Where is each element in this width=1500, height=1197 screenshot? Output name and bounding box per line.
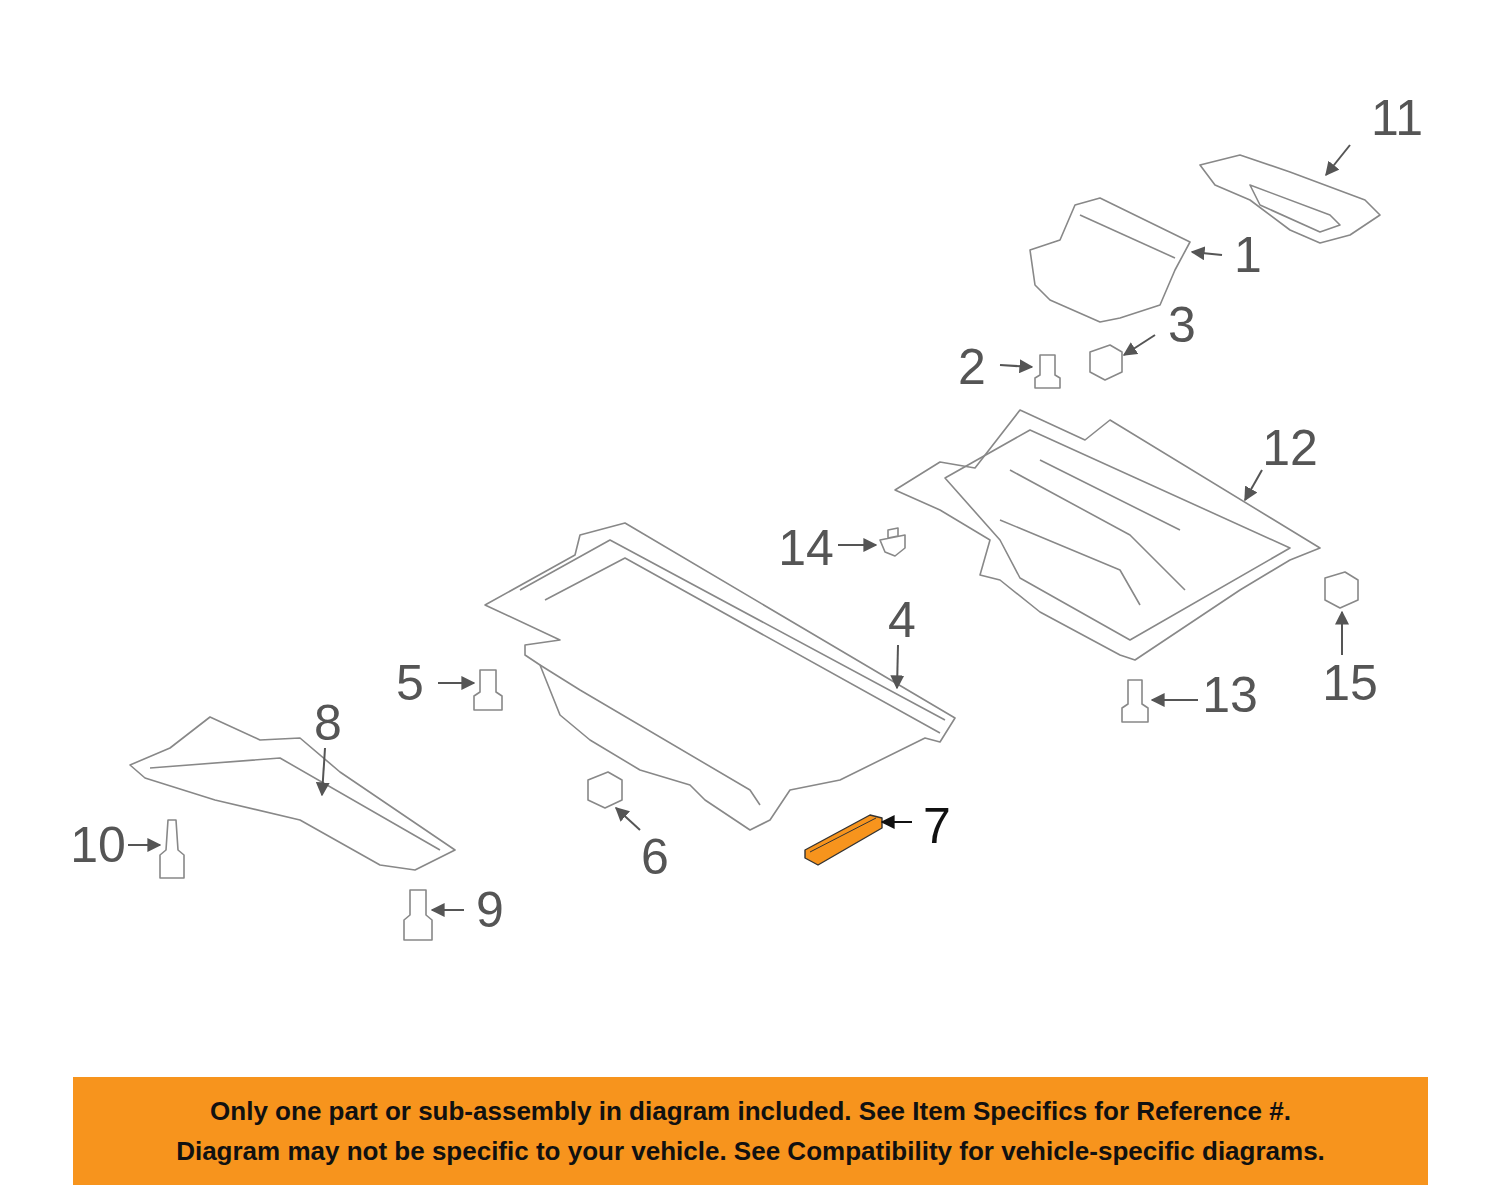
bolt — [160, 820, 184, 878]
nut — [1325, 572, 1358, 608]
callout-number: 12 — [1262, 423, 1318, 473]
callout-number: 4 — [888, 595, 916, 645]
callout-number: 2 — [958, 342, 986, 392]
notice-banner: Only one part or sub-assembly in diagram… — [73, 1077, 1428, 1185]
callout-number: 5 — [396, 658, 424, 708]
clip — [404, 890, 432, 940]
underbody-shield — [895, 410, 1320, 660]
shield-part — [130, 717, 455, 870]
callout-number: 10 — [70, 820, 126, 870]
underbody-panel — [485, 523, 955, 830]
clip — [474, 670, 502, 710]
nut — [588, 772, 622, 808]
nut — [1090, 345, 1122, 380]
callout-number: 13 — [1202, 670, 1258, 720]
highlighted-part — [805, 815, 882, 865]
notice-text: Only one part or sub-assembly in diagram… — [87, 1091, 1414, 1131]
screw — [880, 528, 905, 556]
callout-number: 15 — [1322, 658, 1378, 708]
callout-number: 8 — [314, 698, 342, 748]
shield-part — [1030, 198, 1190, 322]
callout-number: 6 — [641, 832, 669, 882]
notice-text: Diagram may not be specific to your vehi… — [87, 1131, 1414, 1171]
callout-number: 7 — [923, 801, 951, 851]
callout-number: 14 — [778, 523, 834, 573]
clip — [1122, 680, 1148, 722]
clip — [1035, 355, 1060, 388]
callout-number: 3 — [1168, 300, 1196, 350]
callout-number: 11 — [1371, 93, 1423, 143]
leader-lines — [128, 145, 1350, 910]
callout-number: 1 — [1234, 230, 1262, 280]
callout-number: 9 — [476, 885, 504, 935]
shield-part — [1200, 155, 1380, 243]
